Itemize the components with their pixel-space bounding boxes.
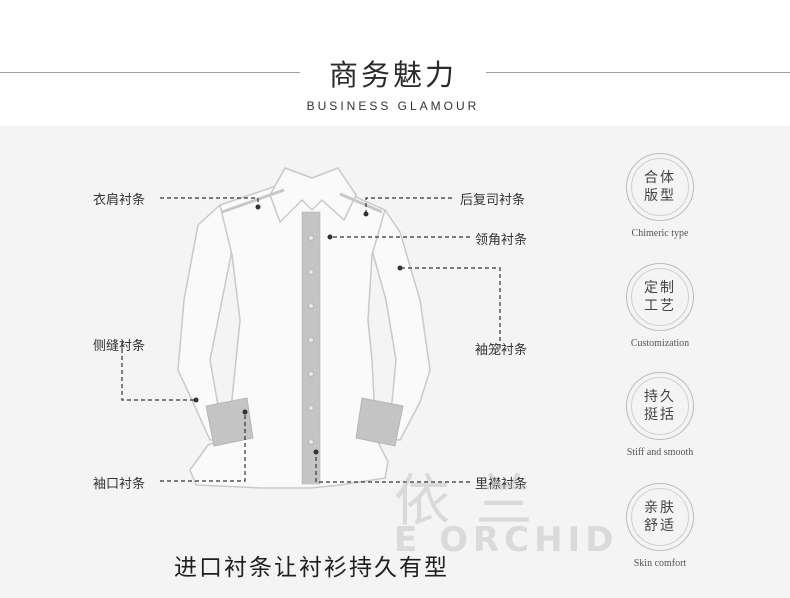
right-cuff <box>355 397 404 447</box>
feature-badge: 合体 版型 <box>626 153 694 221</box>
feature-badge: 定制 工艺 <box>626 263 694 331</box>
feature-caption: Skin comfort <box>633 558 687 569</box>
feature-line-2: 舒适 <box>644 518 676 534</box>
label-collar-point: 领角衬条 <box>475 233 528 248</box>
label-sleeve-cage: 袖笼衬条 <box>475 343 528 358</box>
feature-skin: 亲肤 舒适 Skin comfort <box>610 483 710 569</box>
label-placket: 里襟衬条 <box>475 477 528 492</box>
feature-caption: Stiff and smooth <box>626 447 694 458</box>
feature-fit: 合体 版型 Chimeric type <box>610 153 710 239</box>
feature-line-1: 亲肤 <box>644 500 676 516</box>
callout-lines <box>121 197 501 483</box>
feature-badge: 持久 挺括 <box>626 372 694 440</box>
feature-stiff: 持久 挺括 Stiff and smooth <box>610 372 710 458</box>
shirt-buttons <box>308 235 314 445</box>
placket-strip <box>301 211 321 485</box>
page-subtitle: BUSINESS GLAMOUR <box>306 99 480 113</box>
page-title: 商务魅力 <box>328 58 457 92</box>
watermark-english: E ORCHID <box>394 520 619 560</box>
label-side-seam: 侧缝衬条 <box>93 339 146 354</box>
shoulder-strip-right <box>339 192 383 214</box>
feature-caption: Chimeric type <box>631 228 689 239</box>
feature-line-1: 定制 <box>644 280 676 296</box>
slogan: 进口衬条让衬衫持久有型 <box>174 555 449 581</box>
label-collar-shoulder: 衣肩衬条 <box>93 193 146 208</box>
shoulder-strip-left <box>221 188 285 214</box>
shirt-collar <box>269 167 357 223</box>
feature-caption: Customization <box>630 338 690 349</box>
feature-line-2: 版型 <box>644 188 676 204</box>
callout-dots <box>193 204 403 455</box>
watermark-chinese: 依兰 <box>394 469 558 534</box>
feature-line-2: 挺括 <box>644 407 676 423</box>
label-cuff: 袖口衬条 <box>93 477 146 492</box>
left-cuff <box>205 397 254 447</box>
feature-line-2: 工艺 <box>644 298 676 314</box>
label-back-yoke: 后复司衬条 <box>460 193 526 208</box>
feature-line-1: 持久 <box>644 389 676 405</box>
header-divider-left <box>0 72 300 73</box>
feature-badge: 亲肤 舒适 <box>626 483 694 551</box>
feature-line-1: 合体 <box>644 170 676 186</box>
feature-custom: 定制 工艺 Customization <box>610 263 710 349</box>
header-divider-right <box>486 72 790 73</box>
